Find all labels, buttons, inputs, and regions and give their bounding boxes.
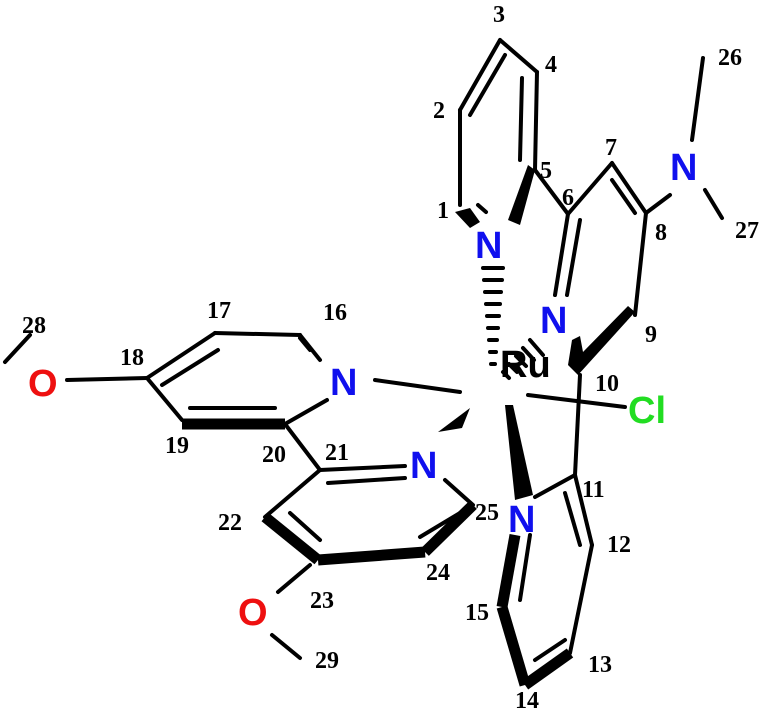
position-1: 1 bbox=[437, 198, 449, 224]
nitrogen-atom-dimethylamino: N bbox=[670, 147, 697, 189]
position-14: 14 bbox=[515, 688, 539, 714]
nitrogen-atom-4: N bbox=[410, 445, 437, 487]
position-27: 27 bbox=[735, 218, 759, 244]
position-7: 7 bbox=[605, 135, 617, 161]
hashed-bond-mid bbox=[501, 338, 545, 380]
position-17: 17 bbox=[207, 298, 231, 324]
position-5: 5 bbox=[540, 158, 552, 184]
chlorine-atom: Cl bbox=[628, 390, 666, 432]
position-20: 20 bbox=[262, 442, 286, 468]
atom-labels: Ru Cl N N N N N N O O bbox=[28, 147, 697, 634]
bonds bbox=[3, 38, 724, 690]
nitrogen-atom-1: N bbox=[475, 225, 502, 267]
position-15: 15 bbox=[465, 600, 489, 626]
position-6: 6 bbox=[562, 185, 574, 211]
position-28: 28 bbox=[22, 313, 46, 339]
position-19: 19 bbox=[165, 433, 189, 459]
position-21: 21 bbox=[325, 440, 349, 466]
nitrogen-atom-5: N bbox=[508, 499, 535, 541]
position-26: 26 bbox=[718, 45, 742, 71]
position-numbers: 1 2 3 4 5 6 7 8 9 10 11 12 13 14 15 16 1… bbox=[22, 2, 759, 714]
position-18: 18 bbox=[120, 345, 144, 371]
ruthenium-atom: Ru bbox=[500, 344, 551, 386]
position-22: 22 bbox=[218, 510, 242, 536]
position-3: 3 bbox=[493, 2, 505, 28]
position-11: 11 bbox=[582, 477, 605, 503]
position-4: 4 bbox=[545, 52, 557, 78]
position-9: 9 bbox=[645, 322, 657, 348]
position-29: 29 bbox=[315, 648, 339, 674]
position-23: 23 bbox=[310, 588, 334, 614]
position-25: 25 bbox=[475, 500, 499, 526]
position-2: 2 bbox=[433, 98, 445, 124]
nitrogen-atom-2: N bbox=[540, 300, 567, 342]
position-16: 16 bbox=[323, 300, 347, 326]
oxygen-atom-2: O bbox=[238, 592, 268, 634]
oxygen-atom-1: O bbox=[28, 363, 58, 405]
nitrogen-atom-3: N bbox=[330, 362, 357, 404]
position-24: 24 bbox=[426, 560, 450, 586]
hashed-bond-top bbox=[481, 266, 505, 366]
position-12: 12 bbox=[607, 532, 631, 558]
position-13: 13 bbox=[588, 652, 612, 678]
position-10: 10 bbox=[595, 371, 619, 397]
position-8: 8 bbox=[655, 220, 667, 246]
